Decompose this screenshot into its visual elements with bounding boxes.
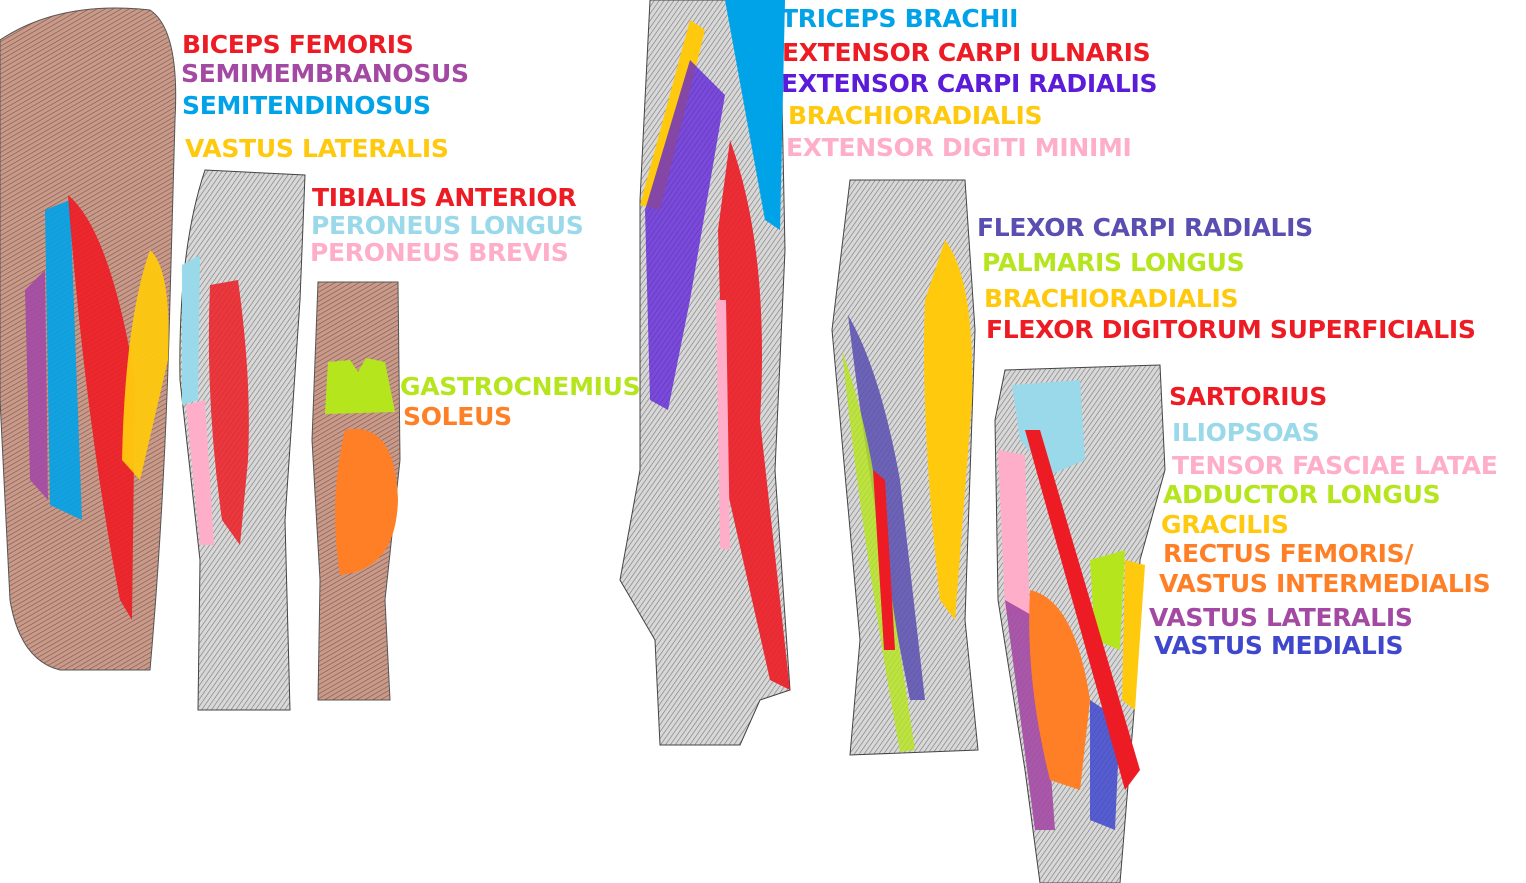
label-vastus-lateralis-anterior: VASTUS LATERALIS — [1149, 603, 1413, 632]
label-peroneus-brevis: PERONEUS BREVIS — [310, 238, 569, 267]
triceps-brachii-muscle — [725, 0, 785, 230]
anterior-thigh-figure — [994, 364, 1166, 883]
extensor-carpi-radialis-muscle — [645, 60, 725, 410]
label-extensor-carpi-ulnaris: EXTENSOR CARPI ULNARIS — [782, 38, 1151, 67]
label-gracilis: GRACILIS — [1161, 510, 1289, 539]
brachioradialis-muscle-anterior — [924, 240, 973, 620]
label-triceps-brachii: TRICEPS BRACHII — [781, 4, 1019, 33]
posterior-thigh-figure — [0, 7, 177, 671]
label-tibialis-anterior: TIBIALIS ANTERIOR — [312, 183, 577, 212]
iliopsoas-muscle — [1012, 380, 1085, 475]
anterior-forearm-figure — [831, 179, 979, 756]
semimembranosus-muscle — [25, 270, 48, 500]
label-biceps-femoris: BICEPS FEMORIS — [182, 30, 414, 59]
semitendinosus-muscle — [45, 200, 82, 520]
posterior-forearm-figure — [619, 0, 791, 746]
extensor-digiti-minimi-muscle — [716, 300, 730, 550]
tibialis-anterior-muscle — [208, 280, 249, 545]
sartorius-muscle — [1025, 430, 1140, 790]
label-vastus-intermedialis: VASTUS INTERMEDIALIS — [1159, 569, 1491, 598]
label-palmaris-longus: PALMARIS LONGUS — [982, 248, 1245, 277]
anterior-leg-figure — [179, 169, 306, 711]
label-peroneus-longus: PERONEUS LONGUS — [311, 211, 584, 240]
soleus-muscle — [335, 428, 398, 575]
tensor-fasciae-latae-muscle — [998, 450, 1030, 620]
rectus-femoris-muscle — [1029, 590, 1090, 790]
gastrocnemius-muscle — [325, 358, 395, 414]
gracilis-muscle — [1122, 560, 1145, 710]
flexor-digitorum-superficialis-muscle — [873, 470, 895, 650]
label-sartorius: SARTORIUS — [1169, 382, 1327, 411]
calf-figure — [311, 281, 401, 701]
label-semitendinosus: SEMITENDINOSUS — [182, 91, 431, 120]
label-rectus-femoris: RECTUS FEMORIS/ — [1163, 539, 1414, 568]
vastus-lateralis-muscle — [122, 250, 169, 480]
label-tensor-fasciae-latae: TENSOR FASCIAE LATAE — [1172, 451, 1498, 480]
label-iliopsoas: ILIOPSOAS — [1172, 418, 1320, 447]
label-flexor-digitorum-superficialis: FLEXOR DIGITORUM SUPERFICIALIS — [986, 315, 1476, 344]
label-brachioradialis-anterior: BRACHIORADIALIS — [984, 284, 1239, 313]
label-soleus: SOLEUS — [403, 402, 512, 431]
label-vastus-lateralis: VASTUS LATERALIS — [185, 134, 449, 163]
adductor-longus-muscle — [1090, 550, 1125, 650]
label-semimembranosus: SEMIMEMBRANOSUS — [181, 59, 469, 88]
label-adductor-longus: ADDUCTOR LONGUS — [1163, 480, 1441, 509]
peroneus-longus-muscle — [182, 255, 200, 405]
label-brachioradialis-posterior: BRACHIORADIALIS — [788, 101, 1043, 130]
peroneus-brevis-muscle — [186, 400, 214, 545]
label-vastus-medialis: VASTUS MEDIALIS — [1154, 631, 1404, 660]
extensor-carpi-ulnaris-muscle — [718, 140, 790, 690]
label-extensor-carpi-radialis: EXTENSOR CARPI RADIALIS — [781, 69, 1158, 98]
label-extensor-digiti-minimi: EXTENSOR DIGITI MINIMI — [786, 133, 1132, 162]
biceps-femoris-muscle — [68, 195, 135, 620]
label-flexor-carpi-radialis: FLEXOR CARPI RADIALIS — [977, 213, 1313, 242]
label-gastrocnemius: GASTROCNEMIUS — [400, 372, 641, 401]
